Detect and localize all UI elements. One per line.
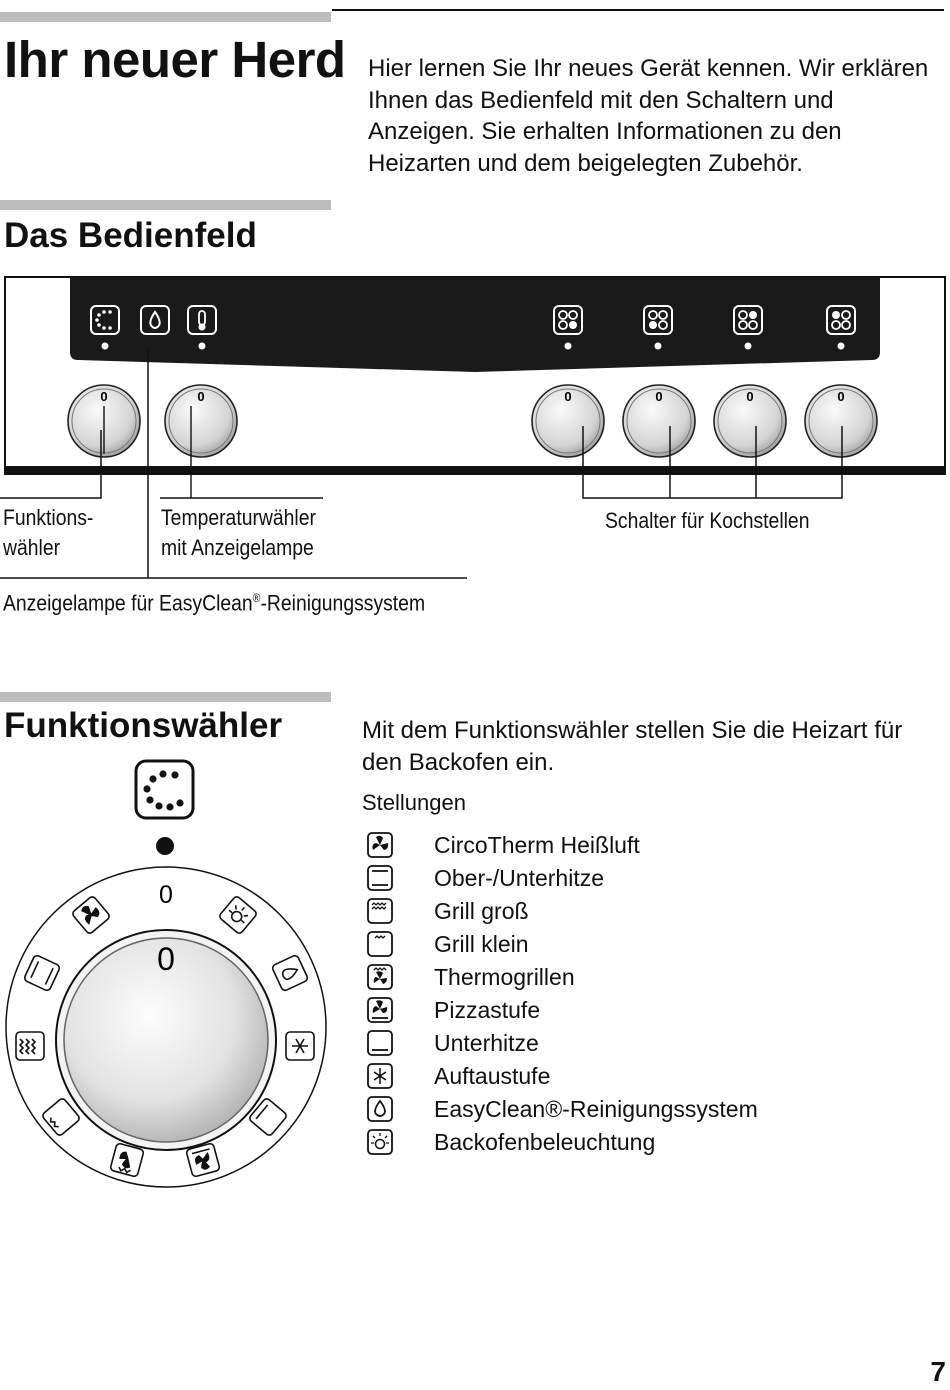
- knob-kochstelle-2: 0: [622, 384, 696, 458]
- indicator-lamp: [564, 342, 572, 350]
- display-strip: [70, 277, 880, 372]
- list-item: CircoTherm Heißluft: [366, 831, 886, 861]
- stellung-label: Thermogrillen: [434, 964, 575, 990]
- grill-klein-icon: [367, 931, 393, 957]
- hob-zone-icon-3: [733, 305, 763, 335]
- stellung-label: Auftaustufe: [434, 1063, 551, 1089]
- section-bar: [0, 200, 331, 210]
- indicator-lamp: [744, 342, 752, 350]
- pizzastufe-icon: [367, 997, 393, 1023]
- unterhitze-icon: [367, 1030, 393, 1056]
- stellung-label: Grill klein: [434, 931, 529, 957]
- ring-auftaustufe-icon: [285, 1031, 315, 1061]
- list-item: Unterhitze: [366, 1029, 886, 1059]
- caption-temperaturwaehler: Temperaturwähler mit Anzeigelampe: [161, 505, 316, 560]
- hob-zone-icon-1: [553, 305, 583, 335]
- stellung-label: Grill groß: [434, 898, 529, 924]
- function-dial-illustration: 0 0: [5, 759, 327, 1188]
- svg-text:0: 0: [746, 389, 753, 404]
- svg-text:0: 0: [159, 881, 173, 909]
- svg-text:0: 0: [837, 389, 844, 404]
- section-bar: [0, 692, 331, 702]
- indicator-lamp: [198, 342, 206, 350]
- control-panel-illustration: 0 0 0 0 0 0: [0, 276, 946, 579]
- stellung-label: Backofenbeleuchtung: [434, 1129, 656, 1155]
- caption-kochstellen: Schalter für Kochstellen: [605, 508, 810, 533]
- hob-zone-icon-4: [826, 305, 856, 335]
- svg-text:0: 0: [655, 389, 662, 404]
- svg-text:0: 0: [197, 389, 204, 404]
- section-bar: [0, 12, 331, 22]
- indicator-lamp: [156, 837, 174, 855]
- list-item: Backofenbeleuchtung: [366, 1128, 886, 1158]
- knob-temperaturwaehler: 0: [164, 384, 238, 498]
- stellungen-label: Stellungen: [362, 790, 466, 815]
- easyclean-icon: [367, 1096, 393, 1122]
- thermometer-icon: [187, 305, 217, 335]
- stellung-label: Ober-/Unterhitze: [434, 865, 605, 891]
- knob-kochstelle-3: 0: [713, 384, 787, 458]
- knob-kochstelle-4: 0: [804, 384, 878, 458]
- funktionswaehler-heading: Funktionswähler: [4, 706, 283, 745]
- caption-easyclean-lampe: Anzeigelampe für EasyClean®-Reinigungssy…: [3, 590, 426, 616]
- funktionswaehler-symbol-icon: [134, 759, 195, 820]
- list-item: Ober-/Unterhitze: [366, 864, 886, 894]
- stellung-label: Unterhitze: [434, 1030, 539, 1056]
- ring-pizzastufe-icon: [185, 1142, 221, 1178]
- knob-funktionswaehler: 0: [67, 384, 141, 458]
- indicator-lamp: [837, 342, 845, 350]
- list-item: Thermogrillen: [366, 963, 886, 993]
- top-rule: [332, 9, 944, 11]
- thermogrillen-icon: [367, 964, 393, 990]
- ring-grill-klein-icon: [42, 1098, 80, 1136]
- svg-text:0: 0: [100, 389, 107, 404]
- list-item: EasyClean®-Reinigungssystem: [366, 1095, 886, 1125]
- list-item: Auftaustufe: [366, 1062, 886, 1092]
- ring-circotherm-icon: [72, 896, 110, 934]
- ring-unterhitze-icon: [249, 1098, 287, 1136]
- caption-funktionswaehler: Funktions- wähler: [3, 505, 94, 560]
- ring-ober-unterhitze-icon: [23, 954, 61, 992]
- page-title: Ihr neuer Herd: [4, 31, 346, 88]
- ring-thermogrillen-icon: [109, 1142, 145, 1178]
- backofenbeleuchtung-icon: [367, 1129, 393, 1155]
- list-item: Grill groß: [366, 897, 886, 927]
- hob-zone-icon-2: [643, 305, 673, 335]
- indicator-lamp: [101, 342, 109, 350]
- ring-grill-gross-icon: [15, 1031, 45, 1061]
- svg-text:0: 0: [157, 941, 175, 977]
- circotherm-icon: [367, 832, 393, 858]
- stellung-label: CircoTherm Heißluft: [434, 832, 640, 858]
- funktionswaehler-intro: Mit dem Funktionswähler stellen Sie die …: [362, 717, 903, 776]
- bedienfeld-heading: Das Bedienfeld: [4, 216, 257, 255]
- list-item: Pizzastufe: [366, 996, 886, 1026]
- list-item: Grill klein: [366, 930, 886, 960]
- knob-kochstelle-1: 0: [531, 384, 605, 458]
- indicator-lamp: [654, 342, 662, 350]
- ring-beleuchtung-icon: [219, 896, 257, 934]
- grill-gross-icon: [367, 898, 393, 924]
- page-number: 7: [930, 1356, 946, 1387]
- ring-easyclean-icon: [271, 954, 309, 992]
- stellung-label: Pizzastufe: [434, 997, 541, 1023]
- dial-knob: [63, 937, 269, 1143]
- funktionswaehler-symbol-icon: [90, 305, 120, 335]
- ober-unterhitze-icon: [367, 865, 393, 891]
- easyclean-drop-icon: [140, 305, 170, 335]
- intro-text: Hier lernen Sie Ihr neues Gerät kennen. …: [368, 55, 929, 177]
- svg-text:0: 0: [564, 389, 571, 404]
- leader-lines: [0, 348, 843, 579]
- stellung-label: EasyClean®-Reinigungssystem: [434, 1096, 758, 1122]
- auftaustufe-icon: [367, 1063, 393, 1089]
